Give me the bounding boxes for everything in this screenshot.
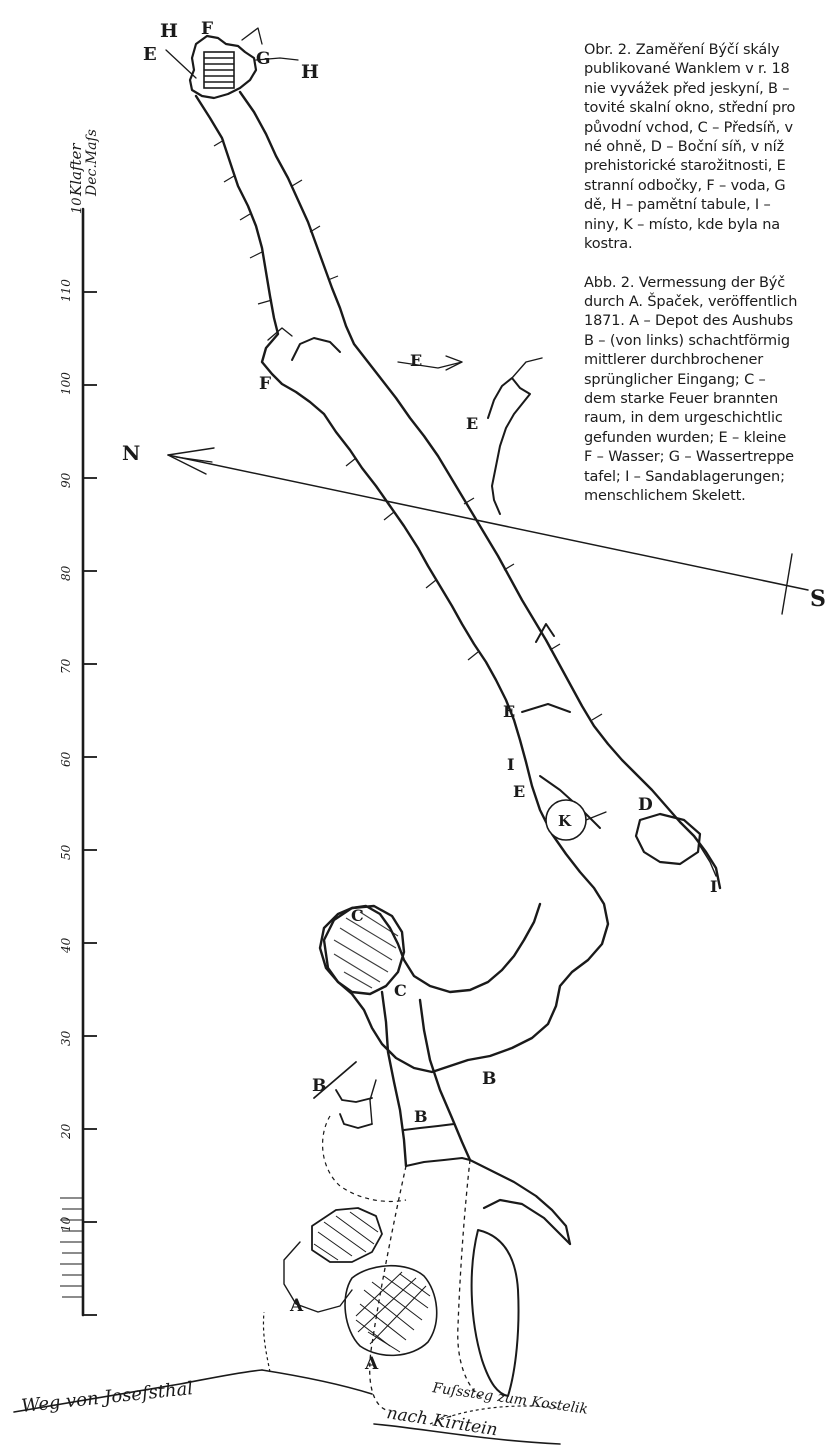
scale-tick-label: 50 xyxy=(59,844,73,860)
caption-cz-line: prehistorické starožitnosti, E xyxy=(584,158,786,175)
caption-de-line: F – Wasser; G – Wassertreppe xyxy=(584,449,794,466)
label-h-right: H xyxy=(301,61,319,83)
caption-de-line: sprünglicher Eingang; C – xyxy=(584,371,766,388)
label-e-mid: E xyxy=(410,351,422,370)
caption-de-line: gefunden wurden; E – kleine xyxy=(584,429,787,446)
caption-cz-line: nie vyvážek před jeskyní, B – xyxy=(584,80,790,97)
label-k: K xyxy=(558,812,572,830)
label-f-mid: F xyxy=(259,374,271,394)
north-south-line xyxy=(167,447,809,615)
debris-hatching xyxy=(313,1211,431,1353)
caption-cz-line: kostra. xyxy=(584,235,633,252)
figure-caption: Obr. 2. Zaměření Býčí skály publikované … xyxy=(584,41,839,506)
cave-passage-outline xyxy=(165,27,722,1411)
scale-tick-label: 70 xyxy=(59,658,73,674)
caption-de-line: 1871. A – Depot des Aushubs xyxy=(584,313,794,330)
scale-tick-label: 20 xyxy=(59,1123,73,1140)
scale-tick-label: 10 xyxy=(59,1216,73,1232)
caption-cz-line: publikované Wanklem v r. 18 xyxy=(584,61,790,78)
caption-de-line: B – (von links) schachtförmig xyxy=(584,332,790,349)
label-d: D xyxy=(638,795,653,815)
caption-cz-line: dě, H – pamětní tabule, I – xyxy=(584,197,771,214)
scale-bar: 110 100 90 80 70 60 50 40 30 20 10 10 Klafter Dec.… xyxy=(59,129,100,1317)
label-c-lower: C xyxy=(394,981,407,1000)
label-h-top: H xyxy=(160,20,178,42)
label-b-right: B xyxy=(482,1069,496,1089)
caption-cz-line: né ohně, D – Boční síň, v níž xyxy=(584,138,785,155)
road-label-josefsthal: Weg von Josefsthal xyxy=(20,1378,194,1417)
caption-de-line: dem starke Feuer brannten xyxy=(584,391,778,408)
scale-tick-label: 40 xyxy=(59,937,73,954)
caption-cz-line: Obr. 2. Zaměření Býčí skály xyxy=(584,42,780,58)
scale-tick-label: 60 xyxy=(59,751,73,767)
road-label-footpath: Fuſssteg zum Kostelik xyxy=(430,1380,588,1418)
label-g: G xyxy=(256,49,271,69)
roads xyxy=(13,1311,561,1445)
label-a-center: A xyxy=(364,1354,379,1374)
label-e-lower-2: E xyxy=(513,782,525,801)
caption-de-line: mittlerer durchbrochener xyxy=(584,352,764,369)
scale-tick-label: 80 xyxy=(59,565,73,581)
scale-top-number: 10 xyxy=(70,197,85,214)
label-e-lower-1: E xyxy=(503,702,515,721)
scale-tick-label: 110 xyxy=(59,279,73,302)
scale-subdivisions xyxy=(60,1197,82,1298)
label-b-center: B xyxy=(414,1107,428,1126)
scale-title-line-2: Dec.Maſs xyxy=(84,129,100,197)
label-c-top: C xyxy=(351,906,364,925)
caption-de-line: durch A. Špaček, veröffentlich xyxy=(584,294,798,311)
north-label: N xyxy=(122,441,140,465)
label-e-top: E xyxy=(143,44,157,65)
caption-de-line: menschlichem Skelett. xyxy=(584,487,746,504)
caption-de-line: Abb. 2. Vermessung der Býč xyxy=(584,274,786,291)
caption-de-line: raum, in dem urgeschichtlic xyxy=(584,410,783,427)
label-a-left: A xyxy=(289,1296,304,1316)
caption-cz-line: tovité skalní okno, střední pro xyxy=(584,100,796,117)
label-i-lower: I xyxy=(710,877,717,896)
map-letter-labels: H F G H E E F E E I E C K D I C B B B A … xyxy=(143,19,717,1374)
label-e-branch: E xyxy=(466,414,478,433)
label-f-top: F xyxy=(201,19,213,39)
scale-tick-label: 90 xyxy=(59,472,73,488)
k-pointer-line xyxy=(585,811,607,821)
caption-de-line: tafel; I – Sandablagerungen; xyxy=(584,468,785,485)
scale-tick-label: 100 xyxy=(59,372,73,395)
label-i-upper: I xyxy=(507,755,514,774)
caption-cz-line: stranní odbočky, F – voda, G xyxy=(584,177,786,194)
scale-ticks: 110 100 90 80 70 60 50 40 30 20 10 xyxy=(59,279,97,1316)
caption-cz-line: původní vchod, C – Předsíň, v xyxy=(584,119,793,136)
label-b-left: B xyxy=(312,1076,326,1096)
scale-tick-label: 30 xyxy=(59,1030,73,1046)
scale-title-line-1: Klafter xyxy=(67,143,85,197)
south-label: S xyxy=(810,586,826,612)
caption-cz-line: niny, K – místo, kde byla na xyxy=(584,216,780,233)
